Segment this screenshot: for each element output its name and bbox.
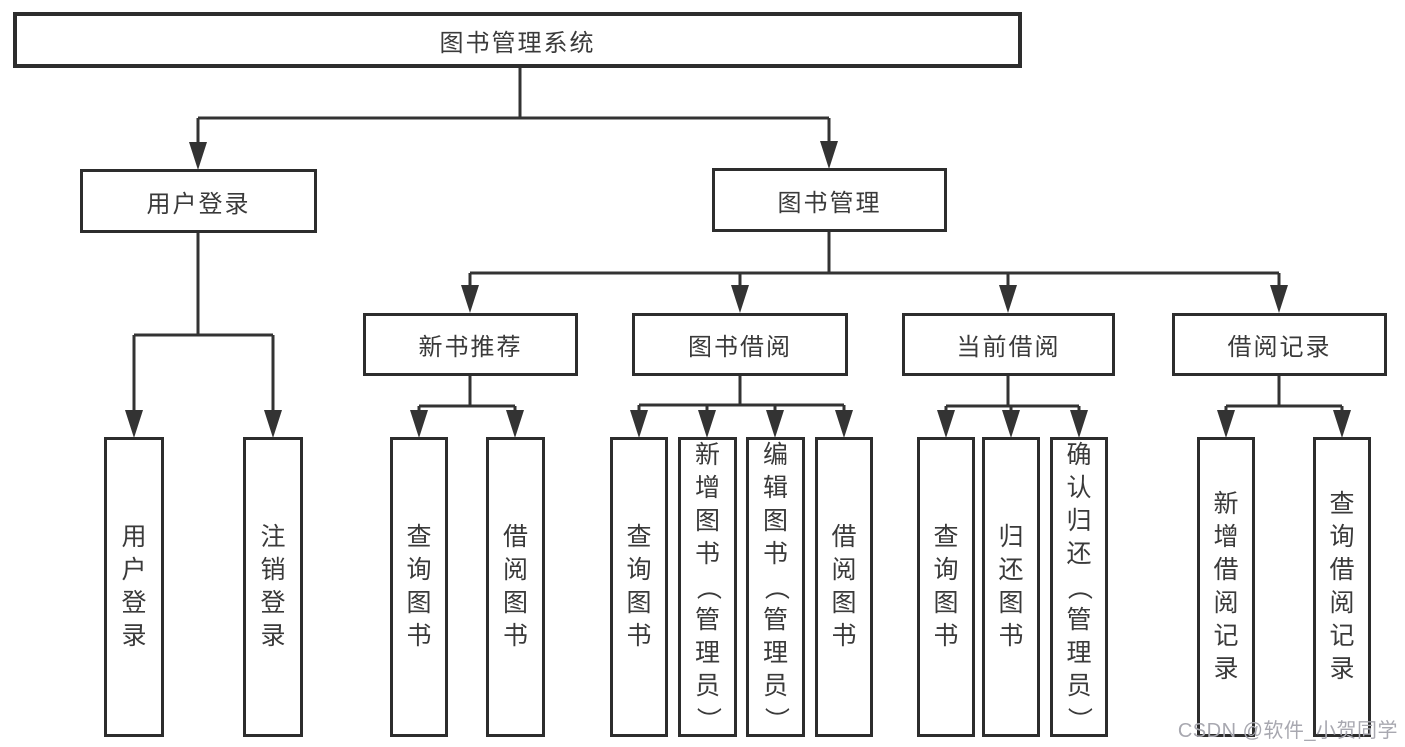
node-leaf-borrow-book: 借阅图书 xyxy=(815,437,873,737)
node-current-borrowing: 当前借阅 xyxy=(902,313,1115,376)
node-label: 注销登录 xyxy=(260,523,286,650)
node-label: 编辑图书（管理员） xyxy=(761,440,790,732)
node-label: 新书推荐 xyxy=(418,334,523,361)
node-leaf-return-book: 归还图书 xyxy=(982,437,1040,737)
node-leaf-edit-book-admin: 编辑图书（管理员） xyxy=(746,437,805,737)
watermark: CSDN @软件_小贺同学 xyxy=(1177,720,1398,742)
node-label: 用户登录 xyxy=(121,523,147,650)
node-book-borrowing: 图书借阅 xyxy=(632,313,848,376)
node-label: 查询图书 xyxy=(933,523,959,650)
node-label: 借阅图书 xyxy=(831,523,857,650)
node-label: 借阅图书 xyxy=(502,523,528,650)
node-leaf-confirm-return-admin: 确认归还（管理员） xyxy=(1050,437,1108,737)
node-label: 归还图书 xyxy=(998,523,1024,650)
node-label: 确认归还（管理员） xyxy=(1065,440,1094,732)
node-label: 借阅记录 xyxy=(1227,334,1332,361)
node-label: 查询图书 xyxy=(406,523,432,650)
node-label: 新增图书（管理员） xyxy=(693,440,722,732)
node-label: 用户登录 xyxy=(146,190,251,218)
node-label: 查询图书 xyxy=(626,523,652,650)
node-leaf-add-book-admin: 新增图书（管理员） xyxy=(678,437,737,737)
node-leaf-query-book-borrowing: 查询图书 xyxy=(610,437,668,737)
node-leaf-query-book-current: 查询图书 xyxy=(917,437,975,737)
node-leaf-user-login: 用户登录 xyxy=(104,437,164,737)
node-label: 图书管理 xyxy=(777,189,882,217)
node-leaf-logout: 注销登录 xyxy=(243,437,303,737)
node-user-login: 用户登录 xyxy=(80,169,317,233)
node-label: 当前借阅 xyxy=(956,334,1061,361)
node-label: 查询借阅记录 xyxy=(1329,490,1355,683)
node-leaf-add-borrow-record: 新增借阅记录 xyxy=(1197,437,1255,737)
node-borrowing-records: 借阅记录 xyxy=(1172,313,1387,376)
node-label: 新增借阅记录 xyxy=(1213,490,1239,683)
node-leaf-borrow-book-recommend: 借阅图书 xyxy=(486,437,545,737)
node-leaf-query-book-recommend: 查询图书 xyxy=(390,437,448,737)
node-library-system: 图书管理系统 xyxy=(13,12,1022,68)
node-label: 图书管理系统 xyxy=(439,29,596,57)
node-label: 图书借阅 xyxy=(688,334,792,361)
node-new-book-recommend: 新书推荐 xyxy=(363,313,578,376)
node-leaf-query-borrow-record: 查询借阅记录 xyxy=(1313,437,1371,737)
node-book-management: 图书管理 xyxy=(712,168,947,232)
